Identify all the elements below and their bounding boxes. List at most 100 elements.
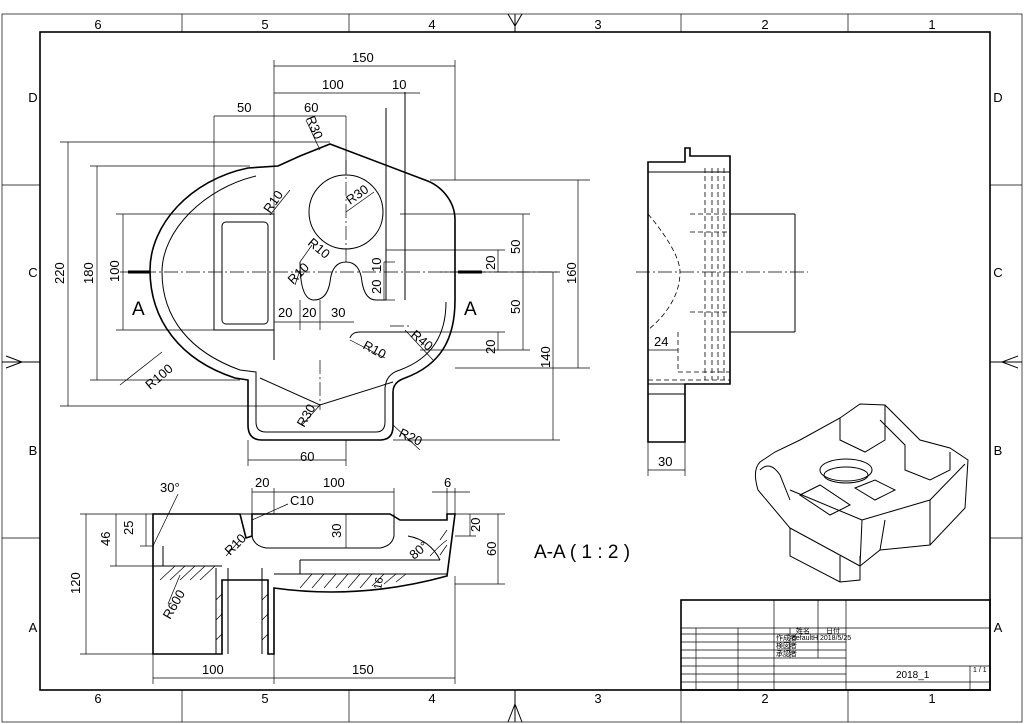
col-label: 6: [94, 17, 101, 32]
plan-dim-lines: [60, 60, 590, 466]
header-name: 姓名: [796, 626, 810, 635]
radius: R10: [285, 260, 312, 287]
dim: 20: [468, 518, 483, 532]
col-label: 6: [94, 691, 101, 706]
isometric-view: [754, 403, 969, 583]
radius: R10: [361, 337, 389, 361]
section-mark-left: A: [132, 299, 145, 320]
section-dim-lines: [80, 488, 505, 684]
row-checker: 検図者: [776, 641, 797, 650]
radius: R10: [305, 235, 333, 262]
plan-view: A A: [52, 50, 590, 466]
row-label: C: [28, 265, 37, 280]
radius: R10: [260, 188, 286, 216]
col-label: 3: [594, 691, 601, 706]
dim: 100: [202, 662, 224, 677]
dim: 160: [564, 262, 579, 284]
angle-label: 30°: [160, 480, 180, 495]
dim: 16: [372, 576, 386, 590]
drawing-number: 2018_1: [896, 670, 930, 681]
plan-center-lines: [120, 160, 560, 410]
author-date: 2018/5/25: [820, 635, 851, 642]
radius: R600: [160, 587, 189, 621]
dim: 10: [369, 258, 384, 272]
section-view: 20 100 6 25 46 120 30 20 60 100 150 16 3…: [68, 475, 630, 684]
row-label: A: [994, 620, 1003, 635]
dim: 20: [483, 340, 498, 354]
row-label: D: [993, 90, 1002, 105]
col-label: 3: [594, 17, 601, 32]
dim: 150: [352, 50, 374, 65]
dim: 100: [323, 475, 345, 490]
dim: 30: [329, 524, 344, 538]
dim: 20: [302, 305, 316, 320]
col-label: 5: [261, 17, 268, 32]
col-label: 1: [928, 17, 935, 32]
dim: 220: [52, 262, 67, 284]
dim: 60: [300, 449, 314, 464]
dim: 25: [121, 521, 136, 535]
dim: 46: [98, 532, 113, 546]
column-labels-bottom: 6 5 4 3 2 1: [94, 691, 935, 706]
row-label: C: [993, 265, 1002, 280]
centering-marks: [2, 13, 1022, 723]
side-body-lines: [648, 171, 796, 395]
row-label: A: [29, 620, 38, 635]
dim: 180: [81, 262, 96, 284]
radius: R30: [303, 114, 326, 142]
dim: 10: [392, 77, 406, 92]
row-label: B: [29, 443, 38, 458]
plan-feature-lines: [259, 92, 420, 406]
zone-ticks: [2, 14, 1022, 722]
side-hidden-lines: [647, 168, 730, 381]
dim: 30: [658, 454, 672, 469]
radius: R40: [408, 327, 436, 354]
dim: 60: [484, 542, 499, 556]
col-label: 2: [761, 17, 768, 32]
dim: 50: [508, 240, 523, 254]
section-mark-right: A: [464, 299, 477, 320]
author-name: defaultH: [792, 635, 818, 642]
col-label: 4: [428, 691, 435, 706]
plan-slot: [299, 261, 386, 301]
row-labels-left: D C B A: [28, 90, 37, 635]
dim: 100: [322, 77, 344, 92]
dim: 30: [331, 305, 345, 320]
section-inner-lines: [153, 513, 447, 654]
chamfer-label: C10: [290, 493, 314, 508]
dim: 20: [255, 475, 269, 490]
row-label: B: [994, 443, 1003, 458]
dim: 120: [68, 572, 83, 594]
dim: 100: [107, 260, 122, 282]
col-label: 4: [428, 17, 435, 32]
section-outline: [152, 513, 456, 655]
section-dim-text: 20 100 6 25 46 120 30 20 60 100 150 16 3…: [68, 475, 499, 677]
dim: 150: [352, 662, 374, 677]
column-labels-top: 6 5 4 3 2 1: [94, 17, 935, 32]
dim: 60: [304, 100, 318, 115]
plan-outer-contour: [149, 143, 456, 441]
dim: 50: [237, 100, 251, 115]
row-labels-right: D C B A: [993, 90, 1002, 635]
col-label: 1: [928, 691, 935, 706]
side-dim-lines: [647, 349, 686, 476]
title-block: 姓名 日付 作成者 検図者 承認者 defaultH 2018/5/25 201…: [680, 599, 991, 691]
angle-label: 80°: [406, 538, 431, 562]
row-author: 作成者: [776, 633, 797, 642]
row-approver: 承認者: [776, 649, 797, 658]
side-outline: [647, 147, 731, 443]
dim: 20: [483, 256, 498, 270]
dim: 24: [654, 334, 668, 349]
dim: 140: [538, 346, 553, 368]
dim: 6: [444, 475, 451, 490]
radius: R30: [343, 181, 371, 207]
section-title: A-A ( 1 : 2 ): [534, 542, 630, 563]
radius: R20: [397, 425, 425, 449]
header-date: 日付: [826, 626, 840, 635]
plan-radius-text: R30 R10 R30 R10 R10 R40 R10 R100 R30 R20: [142, 114, 436, 449]
dim: 50: [508, 300, 523, 314]
dim: 20: [278, 305, 292, 320]
radius: R100: [142, 361, 175, 392]
plan-pocket-inner: [221, 221, 269, 325]
